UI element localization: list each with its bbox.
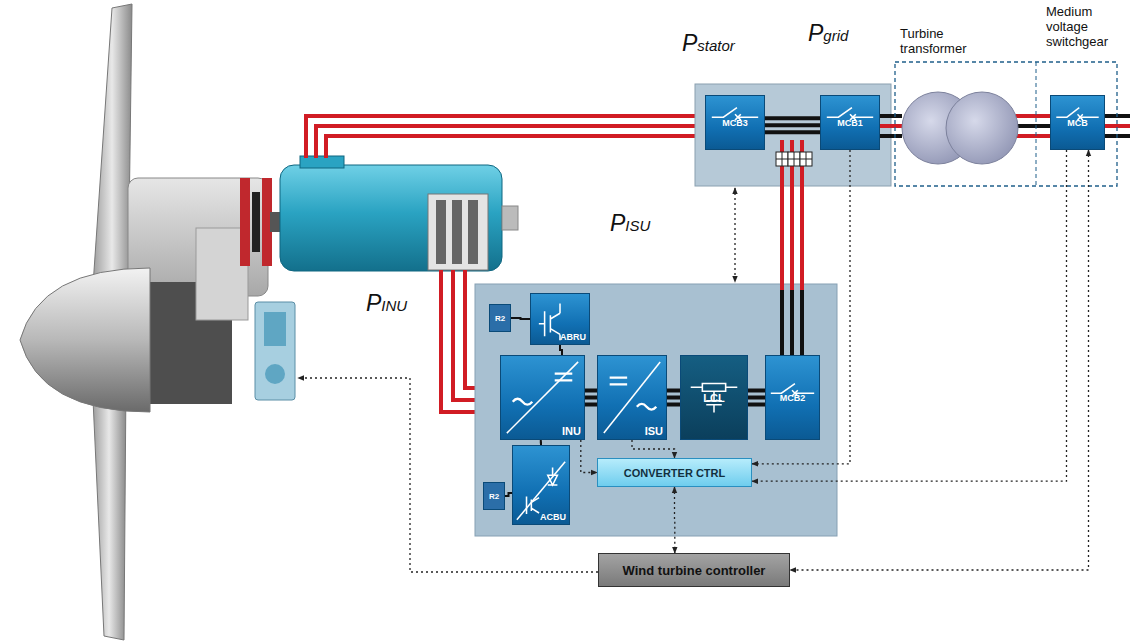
power-label: Pgrid <box>808 20 848 47</box>
connector-line <box>748 396 765 400</box>
connector-line <box>667 389 680 393</box>
power-connector <box>560 345 562 355</box>
connector-line <box>585 403 597 407</box>
connector-line <box>505 493 512 496</box>
power-connector <box>748 391 765 405</box>
connector-line <box>581 440 597 473</box>
mcb-breaker: MCB3 <box>705 95 765 150</box>
power-connector <box>667 391 680 405</box>
power-label: Pstator <box>682 30 735 57</box>
control-box: CONVERTER CTRL <box>597 458 752 487</box>
connector-line <box>748 403 765 407</box>
node-text: LCL <box>703 392 724 404</box>
connector-line <box>667 403 680 407</box>
connector-line <box>765 130 820 134</box>
crowbar-unit: ACBU <box>512 445 570 525</box>
connector-line <box>765 116 820 120</box>
mcb-breaker: MCB <box>1050 95 1105 150</box>
power-label: PISU <box>610 210 650 237</box>
resistor-box: R2 <box>483 482 505 510</box>
signal-connector <box>632 440 675 458</box>
lcl-filter: LCL <box>680 355 748 440</box>
component-label: Medium voltage switchgear <box>1044 4 1126 49</box>
connector-line <box>632 440 675 458</box>
connector-line <box>585 396 597 400</box>
connector-line <box>790 150 1089 570</box>
controller-box: Wind turbine controller <box>598 553 790 587</box>
power-label: PINU <box>366 290 407 317</box>
signal-connector <box>581 440 597 473</box>
converter-unit: INU <box>500 355 585 440</box>
power-connector <box>585 391 597 405</box>
connector-line <box>748 389 765 393</box>
connector-line <box>560 345 562 355</box>
node-text: INU <box>562 425 581 437</box>
node-text: MCB1 <box>837 118 863 128</box>
connector-line <box>765 123 820 127</box>
node-text: ABRU <box>560 332 586 342</box>
converter-unit: ISU <box>597 355 667 440</box>
connector-line <box>667 396 680 400</box>
connector-line <box>752 150 1067 481</box>
node-text: MCB <box>1067 118 1088 128</box>
connector-line <box>674 487 676 553</box>
connector-line <box>511 318 530 319</box>
power-connector <box>765 118 820 132</box>
node-text: MCB3 <box>722 118 748 128</box>
signal-connector <box>752 150 1067 481</box>
node-text: CONVERTER CTRL <box>624 467 725 479</box>
connector-line <box>585 389 597 393</box>
resistor-box: R2 <box>489 304 511 332</box>
node-text: MCB2 <box>780 393 806 403</box>
signal-connector <box>790 150 1089 570</box>
mcb-breaker: MCB2 <box>765 355 820 440</box>
brake-chopper-box: ABRU <box>530 293 590 345</box>
node-text: ISU <box>645 425 663 437</box>
connector-line <box>752 150 850 464</box>
component-label: Turbine transformer <box>898 26 990 56</box>
mcb-breaker: MCB1 <box>820 95 880 150</box>
node-text: R2 <box>489 492 499 501</box>
node-text: ACBU <box>540 512 566 522</box>
node-text: Wind turbine controller <box>623 563 766 578</box>
signal-connector <box>674 487 675 553</box>
signal-connector <box>752 150 850 464</box>
node-text: R2 <box>495 314 505 323</box>
power-connector <box>505 493 512 496</box>
power-connector <box>511 318 530 319</box>
